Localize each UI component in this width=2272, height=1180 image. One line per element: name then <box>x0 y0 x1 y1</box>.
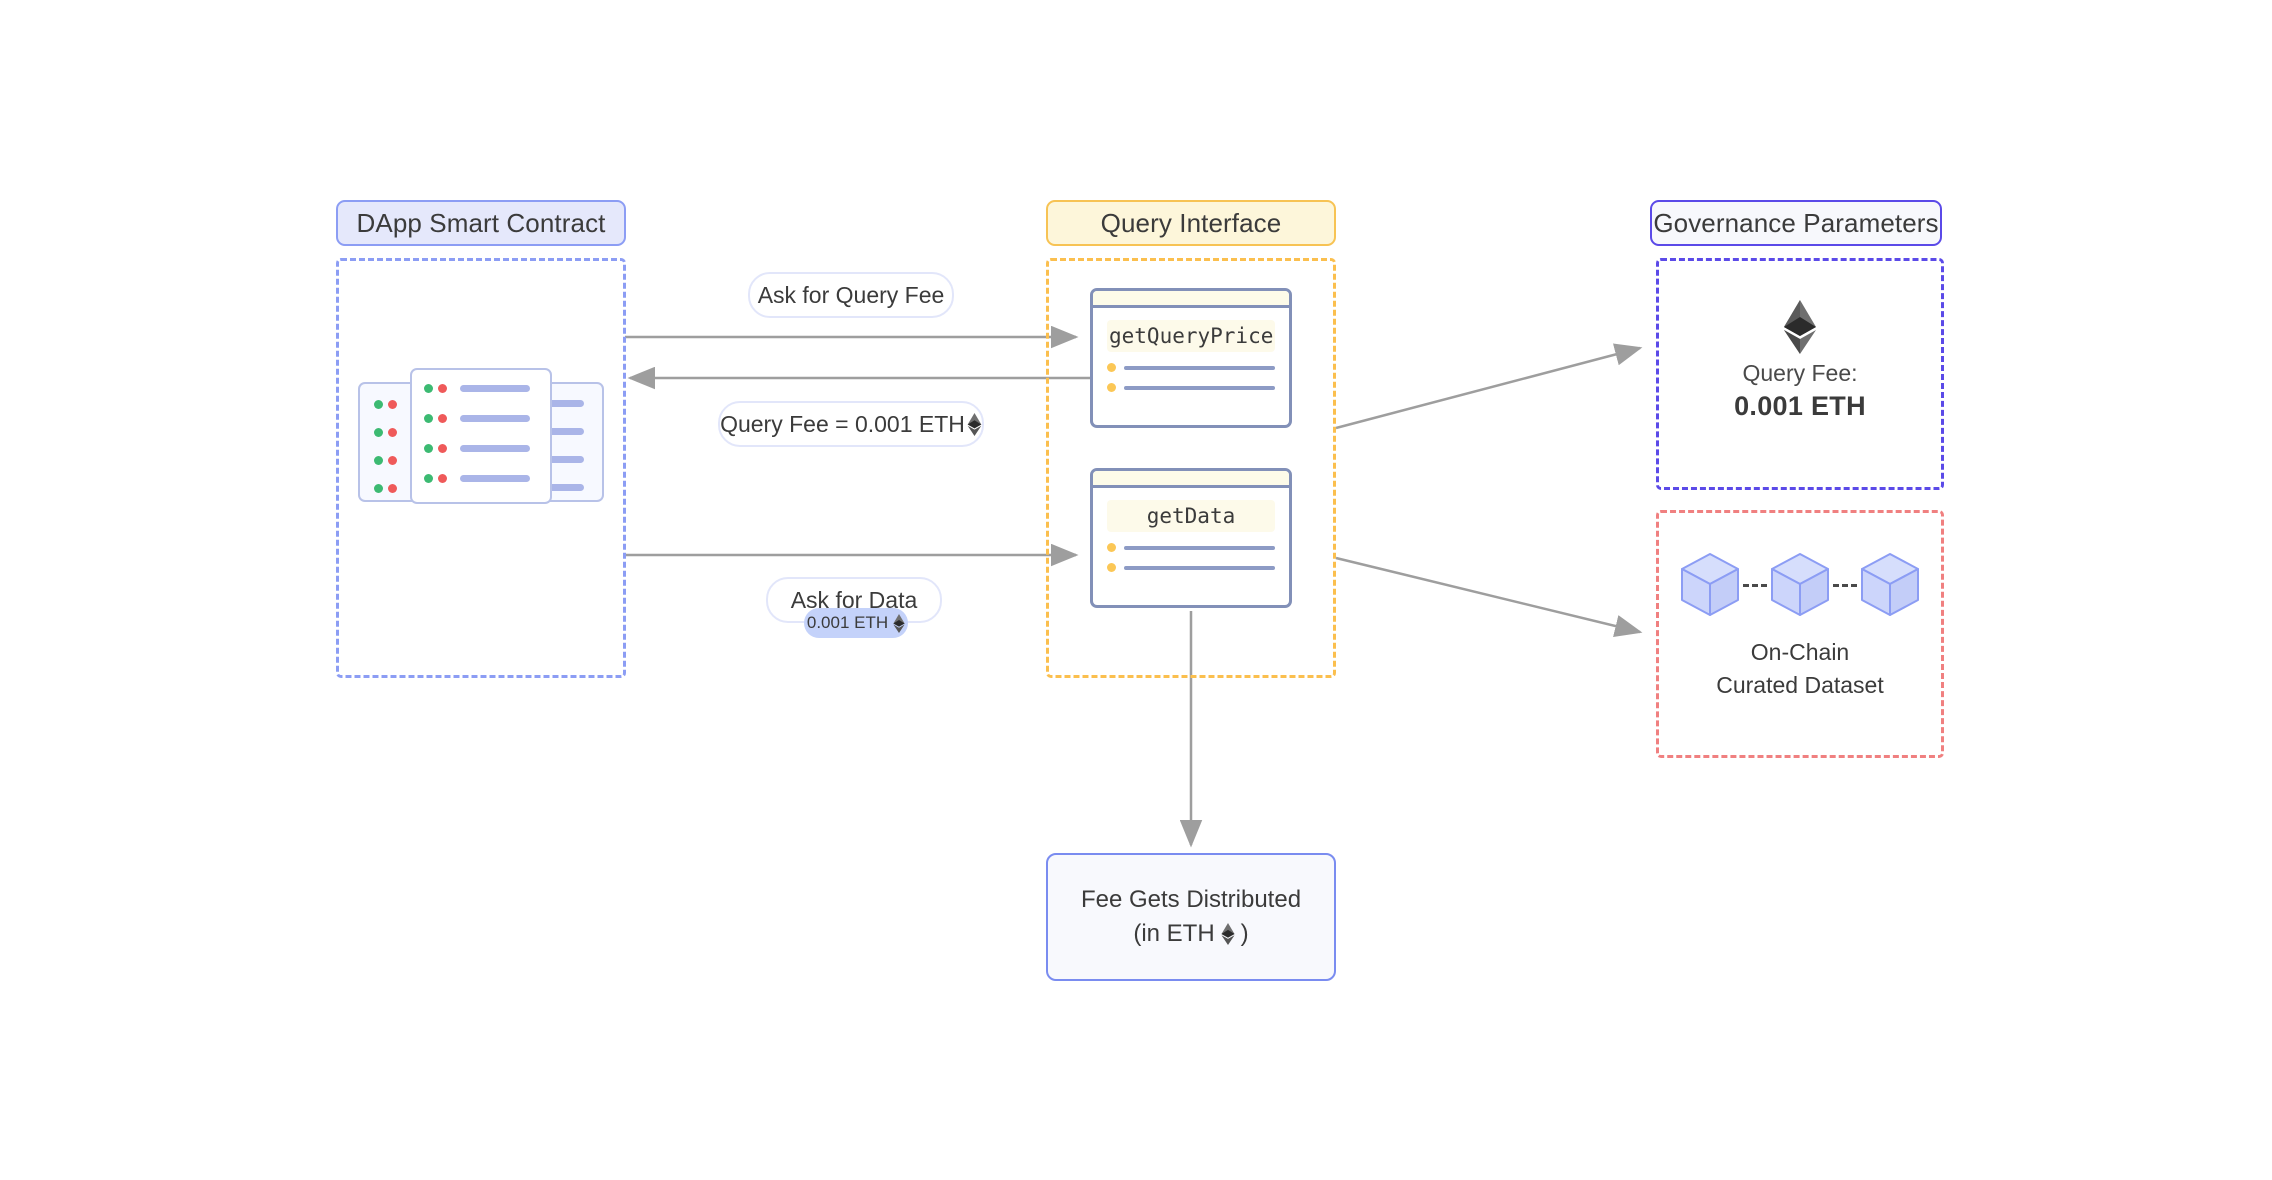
status-dot-red <box>388 456 397 465</box>
card-titlebar <box>1093 291 1289 308</box>
arrow-query-to-dataset <box>1335 556 1643 638</box>
status-dot-red <box>388 400 397 409</box>
card-detail-line <box>1107 383 1275 392</box>
status-dot-green <box>424 474 433 483</box>
edge-label-query-fee-reply: Query Fee = 0.001 ETH <box>718 401 984 447</box>
fee-node-line1: Fee Gets Distributed <box>1081 886 1301 914</box>
placeholder-rule <box>1124 385 1275 390</box>
arrow-query-to-governance <box>1335 343 1643 430</box>
cube-icon <box>1681 553 1739 616</box>
card-detail-line <box>1107 563 1275 572</box>
card-titlebar <box>1093 471 1289 488</box>
ethereum-icon <box>967 412 982 436</box>
method-name-label: getData <box>1107 500 1275 532</box>
status-dot-green <box>374 484 383 493</box>
group-header-query-interface: Query Interface <box>1046 200 1336 246</box>
dataset-label-line2: Curated Dataset <box>1716 672 1884 698</box>
ethereum-icon <box>893 613 905 633</box>
status-dot-green <box>424 384 433 393</box>
cube-icon <box>1771 553 1829 616</box>
ethereum-icon <box>1784 300 1816 354</box>
edge-label-ask-query-fee: Ask for Query Fee <box>748 272 954 318</box>
governance-content: Query Fee: 0.001 ETH <box>1656 300 1944 422</box>
content-bar <box>460 415 530 422</box>
governance-fee-value: 0.001 ETH <box>1734 391 1866 421</box>
cube-chain-icon <box>1656 552 1944 618</box>
content-bar <box>460 385 530 392</box>
ethereum-icon <box>1221 923 1235 945</box>
fee-node-line2-prefix: (in ETH <box>1133 920 1215 947</box>
bullet-icon <box>1107 563 1116 572</box>
edge-badge-ask-for-data-amount: 0.001 ETH <box>804 608 908 638</box>
method-name-label: getQueryPrice <box>1107 320 1275 352</box>
dataset-label-line1: On-Chain <box>1750 639 1850 665</box>
governance-fee-label: Query Fee: <box>1742 360 1858 386</box>
fee-node-line1-text: Fee Gets Distributed <box>1080 886 1302 913</box>
cube-icon <box>1861 553 1919 616</box>
card-body: getData <box>1093 488 1289 582</box>
placeholder-rule <box>1124 365 1275 370</box>
fee-distribution-node[interactable]: Fee Gets Distributed (in ETH ) <box>1046 853 1336 981</box>
bullet-icon <box>1107 363 1116 372</box>
edge-label-text: Query Fee = 0.001 ETH <box>720 410 965 437</box>
chain-link-dash <box>1833 583 1857 587</box>
status-dot-red <box>388 428 397 437</box>
dapp-contract-illustration <box>358 368 604 504</box>
content-bar <box>460 475 530 482</box>
group-box-query-interface <box>1046 258 1336 678</box>
card-body: getQueryPrice <box>1093 308 1289 402</box>
status-dot-red <box>438 474 447 483</box>
card-detail-line <box>1107 363 1275 372</box>
status-dot-green <box>374 428 383 437</box>
fee-node-line2-suffix: ) <box>1240 920 1249 947</box>
method-card-getqueryprice[interactable]: getQueryPrice <box>1090 288 1292 428</box>
status-dot-red <box>388 484 397 493</box>
bullet-icon <box>1107 383 1116 392</box>
group-box-dataset <box>1656 510 1944 758</box>
status-dot-green <box>424 444 433 453</box>
content-bar <box>460 445 530 452</box>
status-dot-red <box>438 444 447 453</box>
method-card-getdata[interactable]: getData <box>1090 468 1292 608</box>
dataset-content: On-Chain Curated Dataset <box>1656 552 1944 702</box>
group-header-dapp: DApp Smart Contract <box>336 200 626 246</box>
chain-link-dash <box>1743 583 1767 587</box>
edge-label-text: Ask for Query Fee <box>757 281 945 308</box>
status-dot-red <box>438 414 447 423</box>
status-dot-red <box>438 384 447 393</box>
placeholder-rule <box>1124 565 1275 570</box>
group-header-governance: Governance Parameters <box>1650 200 1942 246</box>
group-box-dapp <box>336 258 626 678</box>
status-dot-green <box>374 400 383 409</box>
placeholder-rule <box>1124 545 1275 550</box>
badge-text: 0.001 ETH <box>806 613 889 632</box>
group-box-governance <box>1656 258 1944 490</box>
status-dot-green <box>374 456 383 465</box>
status-dot-green <box>424 414 433 423</box>
contract-card-front <box>410 368 552 504</box>
card-detail-line <box>1107 543 1275 552</box>
bullet-icon <box>1107 543 1116 552</box>
fee-node-line2: (in ETH ) <box>1133 920 1248 948</box>
